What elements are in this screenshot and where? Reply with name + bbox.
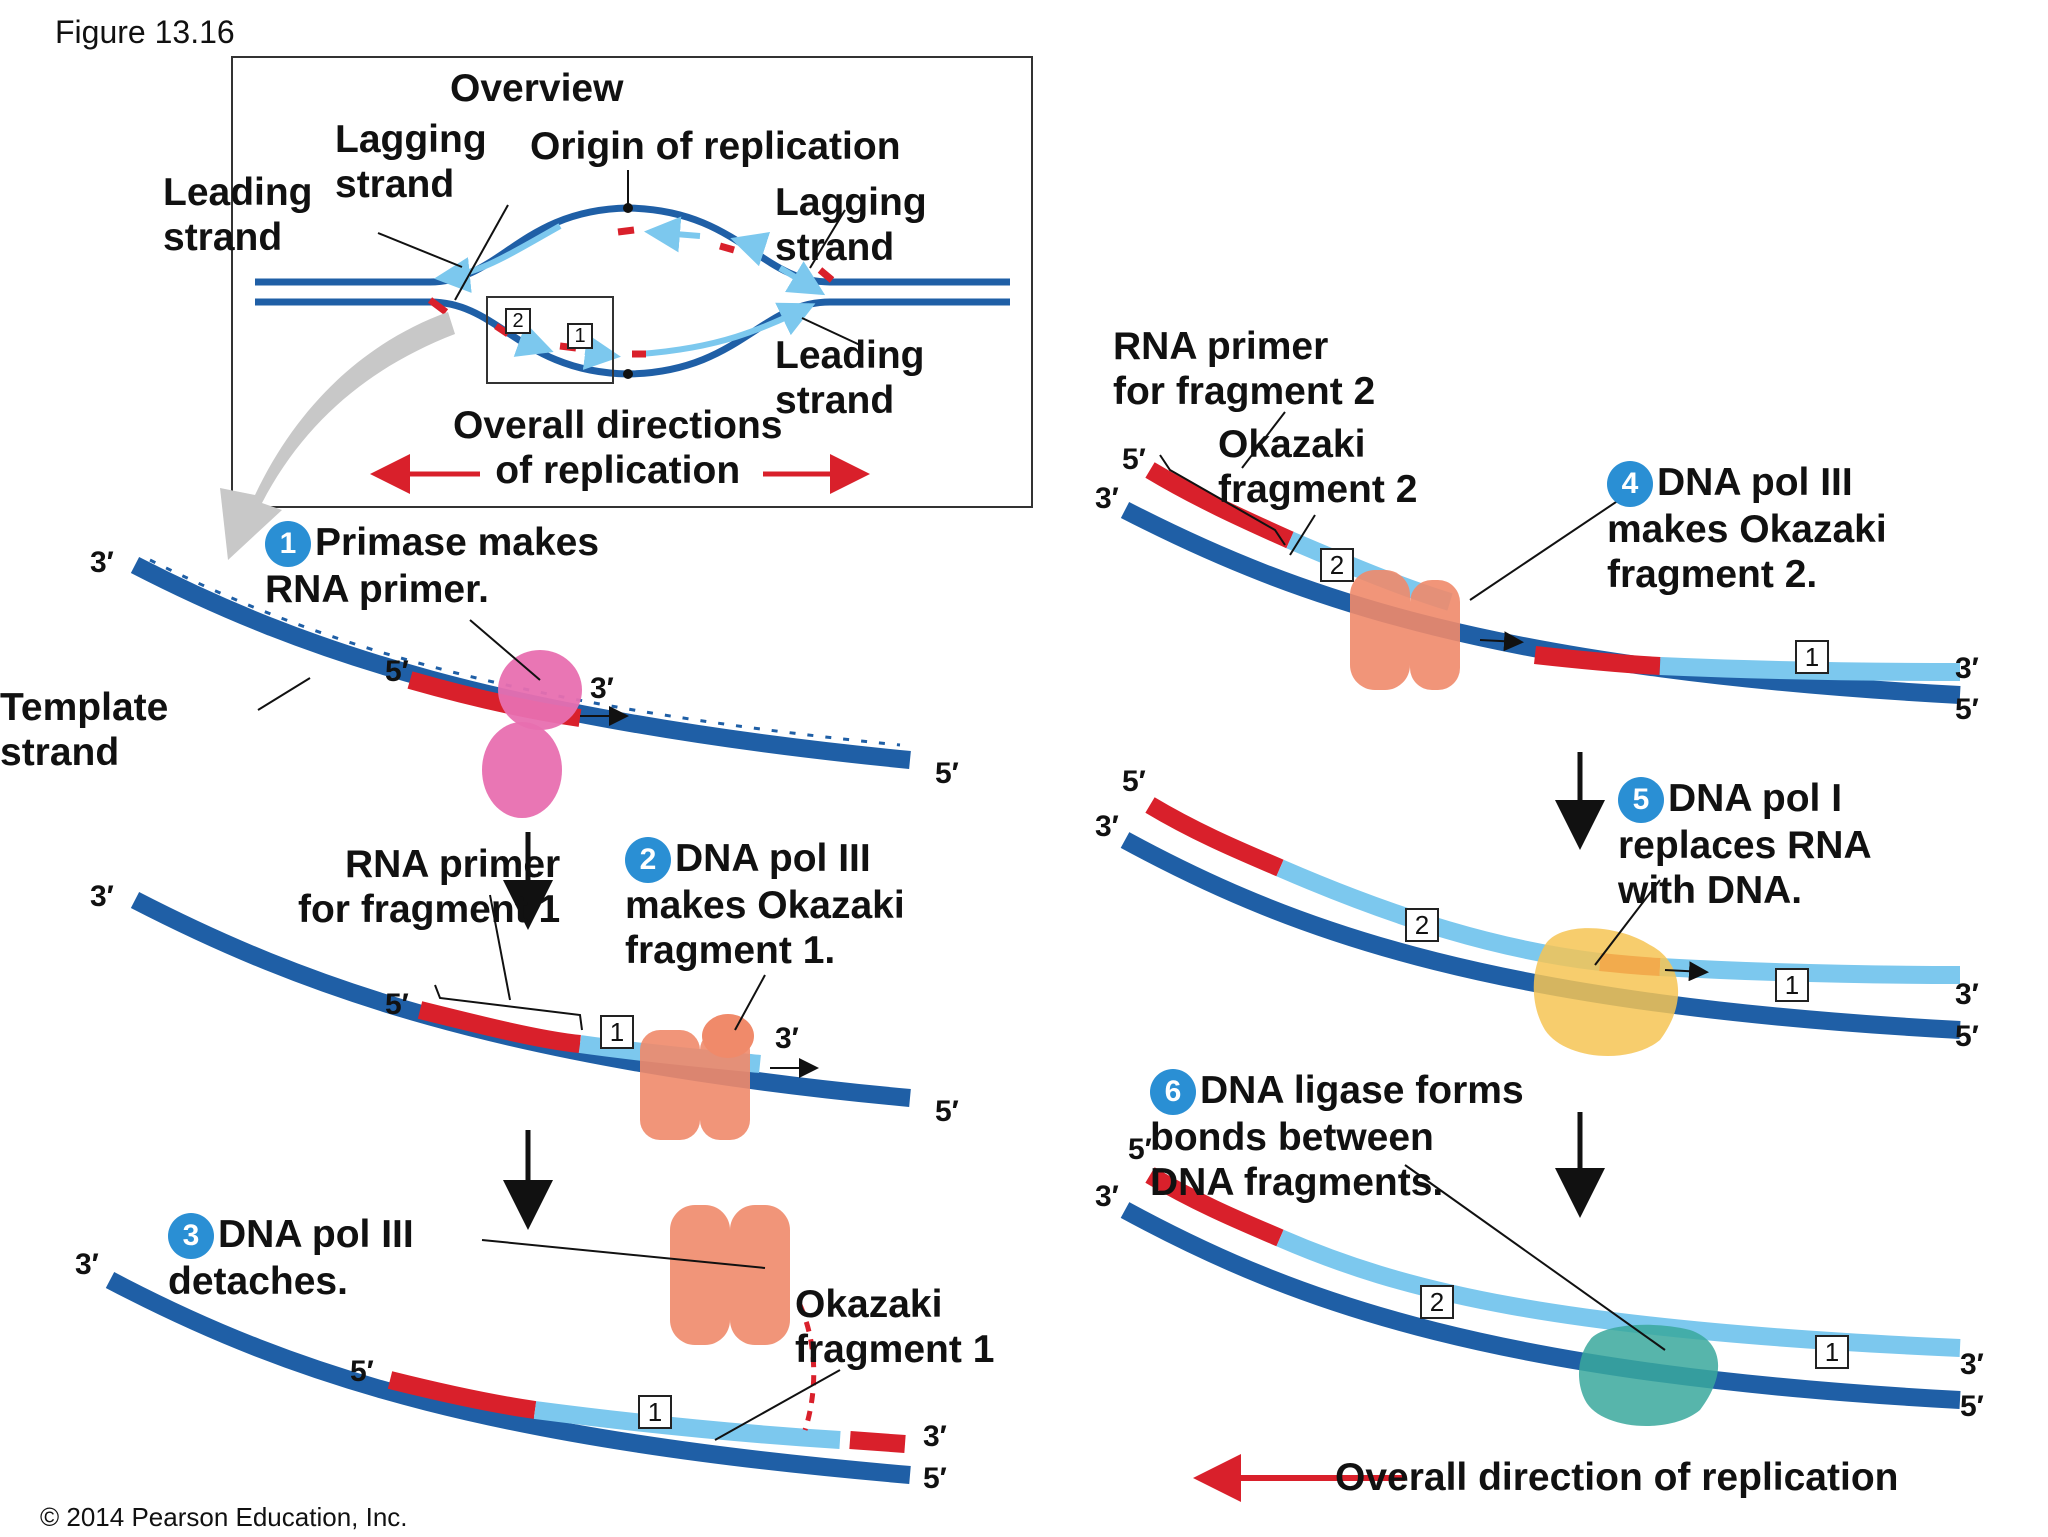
- step5-end-5-right: 5′: [1955, 1020, 1979, 1053]
- step5-end-3-right: 3′: [1955, 978, 1979, 1011]
- step5-end-3-top: 3′: [1095, 810, 1119, 843]
- step6-badge: 6: [1150, 1069, 1196, 1115]
- step5-badge: 5: [1618, 777, 1664, 823]
- overview-lagging-strand-right: Lagging strand: [775, 181, 927, 269]
- step1-strand: [130, 556, 911, 818]
- step3-end-5-primer: 5′: [350, 1355, 374, 1388]
- step3-fragment-1-box: 1: [638, 1395, 672, 1429]
- rna-primer-fragment1-label: RNA primer for fragment 1: [298, 843, 561, 931]
- overview-directions: Overall directions of replication: [453, 404, 783, 492]
- step4-end-5-right: 5′: [1955, 693, 1979, 726]
- step2-fragment-1-box: 1: [600, 1015, 634, 1049]
- step4-strand: [1120, 411, 1961, 704]
- step4-end-5-top: 5′: [1122, 443, 1146, 476]
- step6-end-5-right: 5′: [1960, 1390, 1984, 1423]
- step2-end-3-pol: 3′: [775, 1022, 799, 1055]
- template-strand-label: Template strand: [0, 686, 169, 774]
- step4-badge: 4: [1607, 461, 1653, 507]
- okazaki-fragment1-label: Okazaki fragment 1: [795, 1283, 995, 1371]
- rna-primer-fragment2-label: RNA primer for fragment 2: [1113, 325, 1376, 413]
- overview-lagging-strand-left: Lagging strand: [335, 118, 487, 206]
- step2-end-5-primer: 5′: [385, 988, 409, 1021]
- overview-title: Overview: [450, 67, 624, 110]
- overall-direction-label: Overall direction of replication: [1335, 1456, 1899, 1499]
- step1-end-5-right: 5′: [935, 757, 959, 790]
- step6-fragment-2-box: 2: [1420, 1285, 1454, 1319]
- step5-end-5-top: 5′: [1122, 765, 1146, 798]
- step6-fragment-1-box: 1: [1815, 1335, 1849, 1369]
- step4-end-3-right: 3′: [1955, 652, 1979, 685]
- step4-fragment-1-box: 1: [1795, 640, 1829, 674]
- okazaki-fragment2-label: Okazaki fragment 2: [1218, 423, 1418, 511]
- step3-badge: 3: [168, 1213, 214, 1259]
- overview-leading-strand-right: Leading strand: [775, 334, 925, 422]
- copyright: © 2014 Pearson Education, Inc.: [40, 1502, 408, 1532]
- overview-box-1: 1: [567, 323, 593, 349]
- step2-end-3-left: 3′: [90, 880, 114, 913]
- overview-origin: Origin of replication: [530, 125, 901, 168]
- step3-strand: [105, 1205, 911, 1484]
- step1-end-3-primer: 3′: [590, 672, 614, 705]
- step5-fragment-2-box: 2: [1405, 908, 1439, 942]
- step6-end-3-top: 3′: [1095, 1180, 1119, 1213]
- step2-badge: 2: [625, 837, 671, 883]
- figure-label: Figure 13.16: [55, 14, 235, 50]
- step1-badge: 1: [265, 521, 311, 567]
- step4-end-3-top: 3′: [1095, 482, 1119, 515]
- step2-end-5-right: 5′: [935, 1095, 959, 1128]
- step1-end-5-primer: 5′: [385, 655, 409, 688]
- step4-fragment-2-box: 2: [1320, 548, 1354, 582]
- step5-fragment-1-box: 1: [1775, 968, 1809, 1002]
- step6-strand: [1120, 1164, 1961, 1502]
- step6-end-5-top: 5′: [1128, 1133, 1152, 1166]
- step6-end-3-right: 3′: [1960, 1348, 1984, 1381]
- zoom-arrow: [220, 312, 455, 560]
- step3-end-3-left: 3′: [75, 1248, 99, 1281]
- overview-panel: [231, 56, 1033, 508]
- step3-end-3-right: 3′: [923, 1420, 947, 1453]
- overview-leading-strand-left: Leading strand: [163, 171, 313, 259]
- step1-end-3-left: 3′: [90, 546, 114, 579]
- step3-end-5-right: 5′: [923, 1462, 947, 1495]
- overview-box-2: 2: [505, 308, 531, 334]
